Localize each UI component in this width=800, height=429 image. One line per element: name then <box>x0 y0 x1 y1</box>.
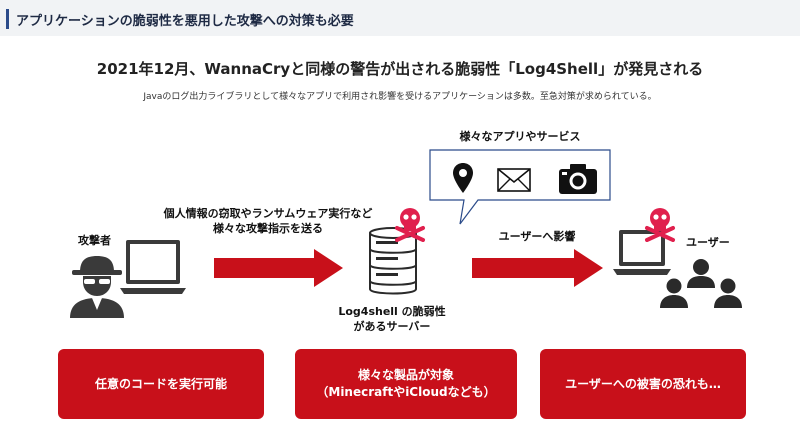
user-impact-label: ユーザーへ影響 <box>498 230 576 243</box>
consequence-box-1: 任意のコードを実行可能 <box>58 349 264 419</box>
apps-label: 様々なアプリやサービス <box>459 130 581 143</box>
user-skull-icon <box>645 208 675 242</box>
consequence-2-line1: 様々な製品が対象 <box>357 368 454 383</box>
server-skull-icon <box>395 208 425 242</box>
header-accent <box>6 9 9 29</box>
camera-icon <box>559 164 597 194</box>
consequence-box-3: ユーザーへの被害の恐れも… <box>540 349 746 419</box>
header-bar <box>0 0 800 36</box>
attack-text-line2: 様々な攻撃指示を送る <box>213 222 323 235</box>
attack-text-line1: 個人情報の窃取やランサムウェア実行など <box>163 207 373 220</box>
consequence-2-line2: （MinecraftやiCloudなども） <box>316 385 496 399</box>
consequence-1-line1: 任意のコードを実行可能 <box>94 376 227 391</box>
consequence-box-2: 様々な製品が対象 （MinecraftやiCloudなども） <box>295 349 517 419</box>
subtitle: Javaのログ出力ライブラリとして様々なアプリで利用され影響を受けるアプリケーシ… <box>143 92 657 102</box>
server-label-line1: Log4shell の脆弱性 <box>338 305 446 318</box>
users-group-icon <box>660 259 742 308</box>
attacker-laptop-icon <box>120 240 186 294</box>
attacker-label: 攻撃者 <box>78 234 111 247</box>
attacker-icon <box>70 256 124 318</box>
attack-arrow <box>214 249 343 287</box>
user-impact-arrow <box>472 249 603 287</box>
mail-icon <box>497 168 531 192</box>
header-title: アプリケーションの脆弱性を悪用した攻撃への対策も必要 <box>16 14 354 29</box>
user-label: ユーザー <box>686 236 730 249</box>
user-laptop-icon <box>613 230 671 275</box>
consequence-3-line1: ユーザーへの被害の恐れも… <box>565 376 721 391</box>
main-title: 2021年12月、WannaCryと同様の警告が出される脆弱性「Log4Shel… <box>96 60 704 78</box>
location-pin-icon <box>453 163 473 193</box>
server-label-line2: があるサーバー <box>353 320 431 333</box>
